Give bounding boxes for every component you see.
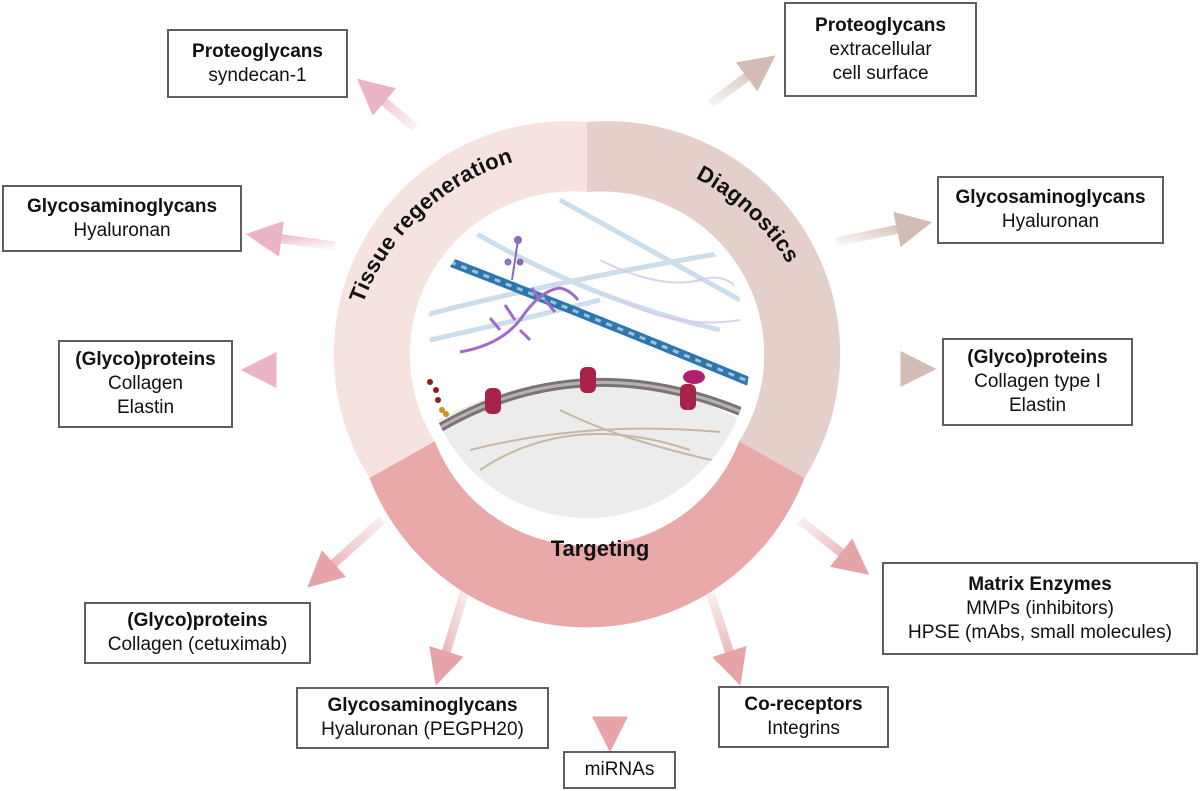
box-title: Glycosaminoglycans (955, 187, 1146, 208)
box-title: Glycosaminoglycans (26, 195, 218, 217)
arrow-to-coreceptors (705, 590, 747, 686)
arrow-to-gags-hyaluronan (245, 221, 336, 257)
tr-gags-box: Glycosaminoglycans Hyaluronan (2, 185, 242, 252)
box-line: Hyaluronan (1001, 211, 1100, 232)
box-line: HPSE (mAbs, small molecules) (908, 621, 1172, 643)
arrow-to-gags-hyaluronan-dx (835, 211, 933, 248)
box-title: Proteoglycans (192, 40, 323, 62)
dx-glycoproteins-box: (Glyco)proteins Collagen type I Elastin (942, 338, 1133, 426)
box-title: Co-receptors (744, 694, 863, 715)
box-line: extracellular (829, 38, 932, 60)
box-line: Collagen (cetuximab) (107, 634, 288, 655)
box-line: cell surface (832, 62, 929, 84)
diagnostics-sector (587, 121, 841, 479)
diagnostics-arrows (707, 55, 937, 387)
dx-proteoglycans-box: Proteoglycans extracellular cell surface (784, 2, 977, 97)
glycan-branch (504, 236, 524, 281)
tissue-regeneration-sector (333, 121, 587, 479)
box-line: MMPs (inhibitors) (966, 597, 1114, 619)
targeting-label: Targeting (551, 536, 650, 561)
targeting-sector (369, 441, 805, 628)
box-line: Elastin (1008, 395, 1067, 416)
proteoglycan-chain (459, 286, 580, 354)
targeting-arrows (307, 516, 870, 753)
arrow-to-glycoproteins-cetuximab (307, 516, 386, 588)
arrow-to-gags-pegph20 (429, 586, 471, 686)
tg-matrix-enzymes-box: Matrix Enzymes MMPs (inhibitors) HPSE (m… (882, 562, 1198, 655)
tr-glycoproteins-box: (Glyco)proteins Collagen Elastin (58, 340, 233, 428)
tr-proteoglycans-box: Proteoglycans syndecan-1 (167, 29, 348, 98)
box-title: (Glyco)proteins (75, 349, 216, 370)
tg-glycoproteins-box: (Glyco)proteins Collagen (cetuximab) (84, 602, 311, 664)
box-line: Hyaluronan (PEGPH20) (321, 719, 524, 740)
box-line: Collagen (108, 373, 183, 394)
arrow-to-proteoglycans-extracellular (707, 55, 776, 108)
box-line: Integrins (767, 718, 840, 739)
box-line: miRNAs (584, 759, 655, 780)
tg-coreceptors-box: Co-receptors Integrins (718, 686, 889, 748)
glycocalyx (427, 379, 449, 417)
box-line: Collagen type I (974, 371, 1101, 392)
box-line: syndecan-1 (208, 64, 307, 86)
tg-gags-box: Glycosaminoglycans Hyaluronan (PEGPH20) (296, 687, 549, 749)
box-line: Hyaluronan (73, 219, 171, 241)
ecm-illustration (424, 192, 750, 518)
box-line: Elastin (116, 397, 175, 418)
arrow-to-matrix-enzymes (797, 516, 870, 575)
box-title: Matrix Enzymes (968, 573, 1112, 595)
box-title: (Glyco)proteins (967, 347, 1108, 368)
box-title: (Glyco)proteins (127, 610, 268, 631)
dx-gags-box: Glycosaminoglycans Hyaluronan (937, 176, 1164, 244)
ring (333, 121, 841, 628)
arrow-to-proteoglycans-syndecan (357, 78, 418, 132)
membrane-receptors (485, 367, 705, 414)
tg-mirnas-box: miRNAs (563, 751, 676, 789)
tissue-regeneration-arrows (240, 78, 418, 388)
box-title: Glycosaminoglycans (327, 695, 518, 716)
box-title: Proteoglycans (815, 14, 946, 36)
